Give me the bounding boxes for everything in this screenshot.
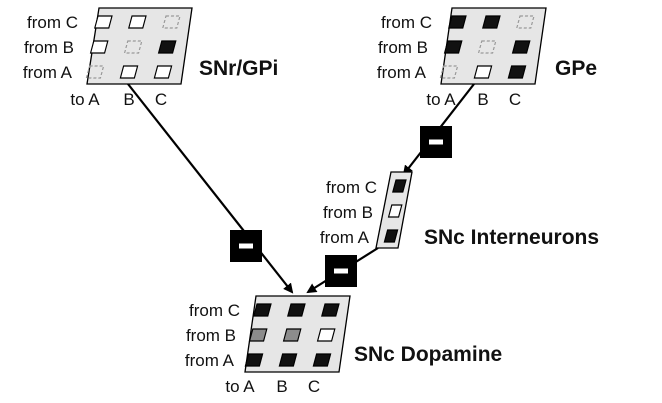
col-label-c: C <box>308 377 320 396</box>
matrix-cell-r0-c1-black <box>482 15 501 29</box>
matrix-cell-r0-c0-black <box>253 303 272 317</box>
row-label-from-a: from A <box>377 63 427 82</box>
col-label-c: C <box>509 90 521 109</box>
matrix-cell-r1-c0-white <box>89 40 109 54</box>
matrix-cell-r0-c1-white <box>128 15 147 29</box>
matrix-cell-r1-c1-dashed <box>123 40 143 54</box>
inhibitory-badge-interneurons <box>325 255 357 287</box>
matrix-cell-r0-c2-dashed <box>516 15 535 29</box>
row-label-from-c: from C <box>381 13 432 32</box>
matrix-panel <box>86 7 193 85</box>
row-label-from-b: from B <box>186 326 236 345</box>
matrix-cell-r1-c2-white <box>316 328 336 342</box>
matrix-cell-r2-c0-dashed <box>439 65 459 79</box>
matrix-cell-r1-c2-black <box>511 40 531 54</box>
matrix-cell-r2-c0-dashed <box>85 65 105 79</box>
matrix-cells <box>85 15 181 79</box>
node-title: GPe <box>555 57 597 80</box>
row-label-from-a: from A <box>23 63 73 82</box>
matrix-cell-r2-c0-black <box>383 229 399 243</box>
matrix-cell-r0-c2-dashed <box>162 15 181 29</box>
matrix-cell-r2-c1-black <box>278 353 298 367</box>
row-label-from-b: from B <box>378 38 428 57</box>
node-title: SNc Dopamine <box>354 343 502 366</box>
row-label-from-b: from B <box>323 203 373 222</box>
col-label-b: B <box>276 377 287 396</box>
matrix-cell-r1-c2-black <box>157 40 177 54</box>
matrix-cell-r0-c0-white <box>94 15 113 29</box>
matrix-cell-r2-c0-black <box>244 353 264 367</box>
col-label-to-a: to A <box>225 377 255 396</box>
matrix-cell-r2-c2-white <box>153 65 173 79</box>
matrix-cell-r2-c2-black <box>312 353 332 367</box>
matrix-cell-r2-c2-black <box>507 65 527 79</box>
matrix-cell-r1-c1-dashed <box>477 40 497 54</box>
matrix-cells <box>244 303 340 367</box>
inhibitory-badge-snr <box>230 230 262 262</box>
node-title: SNr/GPi <box>199 57 278 80</box>
matrix-panel <box>440 7 547 85</box>
col-label-c: C <box>155 90 167 109</box>
matrix-cell-r1-c0-gray <box>248 328 268 342</box>
node-gpe: from C from B from A to A B C GPe <box>377 7 597 109</box>
matrix-cell-r0-c0-black <box>392 179 407 193</box>
col-label-b: B <box>477 90 488 109</box>
row-label-from-a: from A <box>320 228 370 247</box>
inhibitory-badge-gpe <box>420 126 452 158</box>
row-label-from-b: from B <box>24 38 74 57</box>
row-label-from-c: from C <box>326 178 377 197</box>
row-label-from-a: from A <box>185 351 235 370</box>
node-snr-gpi: from C from B from A to A B C SNr/GPi <box>23 7 278 109</box>
matrix-cell-r2-c1-white <box>473 65 493 79</box>
col-label-b: B <box>123 90 134 109</box>
matrix-cell-r0-c2-black <box>321 303 340 317</box>
matrix-cell-r1-c1-gray <box>282 328 302 342</box>
node-snc-dopamine: from C from B from A to A B C SNc Dopami… <box>185 295 502 396</box>
col-label-to-a: to A <box>70 90 100 109</box>
node-title: SNc Interneurons <box>424 226 599 249</box>
row-label-from-c: from C <box>189 301 240 320</box>
matrix-cell-r0-c1-black <box>287 303 306 317</box>
connections <box>127 83 475 294</box>
matrix-cell-r0-c0-black <box>448 15 467 29</box>
matrix-cell-r2-c1-white <box>119 65 139 79</box>
matrix-cells <box>439 15 535 79</box>
node-snc-interneurons: from C from B from A SNc Interneurons <box>320 171 599 249</box>
arrow-snr-to-dopamine <box>127 83 294 294</box>
row-label-from-c: from C <box>27 13 78 32</box>
matrix-cell-r1-c0-black <box>443 40 463 54</box>
matrix-cells <box>383 179 407 243</box>
col-label-to-a: to A <box>426 90 456 109</box>
matrix-cell-r1-c0-white <box>387 204 403 218</box>
